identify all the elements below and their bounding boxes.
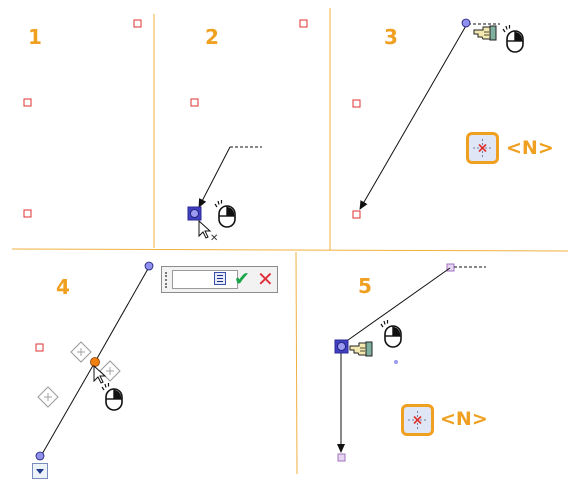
shortcut-key-label: <N> (440, 408, 488, 430)
toolbar-grip-handle[interactable] (165, 272, 170, 288)
close-icon[interactable]: ✕ (257, 267, 274, 291)
panel-5 (334, 263, 486, 462)
endpoint-marker[interactable] (337, 453, 346, 462)
shortcut-key-label: <N> (506, 137, 554, 159)
mouse-icon (101, 382, 123, 411)
point-marker[interactable] (133, 19, 142, 28)
point-marker[interactable] (23, 209, 32, 218)
snap-point-icon (465, 131, 500, 165)
selected-point[interactable] (190, 209, 199, 218)
step-label-2: 2 (205, 25, 219, 49)
point-marker[interactable] (23, 98, 32, 107)
point-marker[interactable] (190, 98, 199, 107)
step-label-1: 1 (28, 25, 42, 49)
length-input[interactable] (172, 270, 238, 289)
mouse-icon (214, 199, 236, 228)
ghost-snap-icon (99, 360, 121, 382)
step-label-5: 5 (358, 274, 372, 298)
drawn-line (340, 267, 451, 346)
panel-4 (35, 261, 154, 461)
checkmark-icon[interactable]: ✔ (234, 268, 250, 290)
ghost-snap-icon (70, 341, 92, 363)
selected-point[interactable] (461, 18, 471, 28)
snap-x-icon: ✕ (210, 233, 218, 244)
motion-arrow (198, 146, 231, 208)
floating-input-toolbar: ✔ ✕ (161, 266, 278, 293)
hover-dot (394, 360, 398, 364)
step-label-3: 3 (384, 25, 398, 49)
mouse-icon (502, 24, 524, 53)
endpoint[interactable] (35, 451, 45, 461)
motion-arrow (359, 23, 468, 210)
divider-vertical-3 (295, 251, 298, 475)
drawn-line (94, 266, 150, 363)
point-marker[interactable] (352, 99, 361, 108)
step-label-4: 4 (56, 275, 70, 299)
pointing-hand-icon (473, 25, 497, 41)
panel-2: ✕ (187, 19, 308, 244)
pointing-hand-icon (349, 341, 373, 357)
point-marker[interactable] (299, 19, 308, 28)
panel-1 (23, 19, 142, 218)
point-marker[interactable] (35, 343, 44, 352)
list-icon[interactable] (214, 272, 226, 285)
drawn-line (40, 361, 96, 457)
ghost-snap-icon (37, 386, 59, 408)
point-marker[interactable] (352, 210, 361, 219)
mouse-icon (380, 319, 402, 348)
panel-3 (352, 18, 524, 219)
endpoint[interactable] (144, 261, 154, 271)
divider-horizontal (11, 248, 569, 252)
chevron-down-icon[interactable] (32, 463, 48, 479)
mouse-pointer-icon (198, 220, 211, 239)
midpoint-active[interactable] (90, 357, 100, 367)
snap-point-icon (400, 403, 435, 437)
selected-point[interactable] (337, 342, 346, 351)
